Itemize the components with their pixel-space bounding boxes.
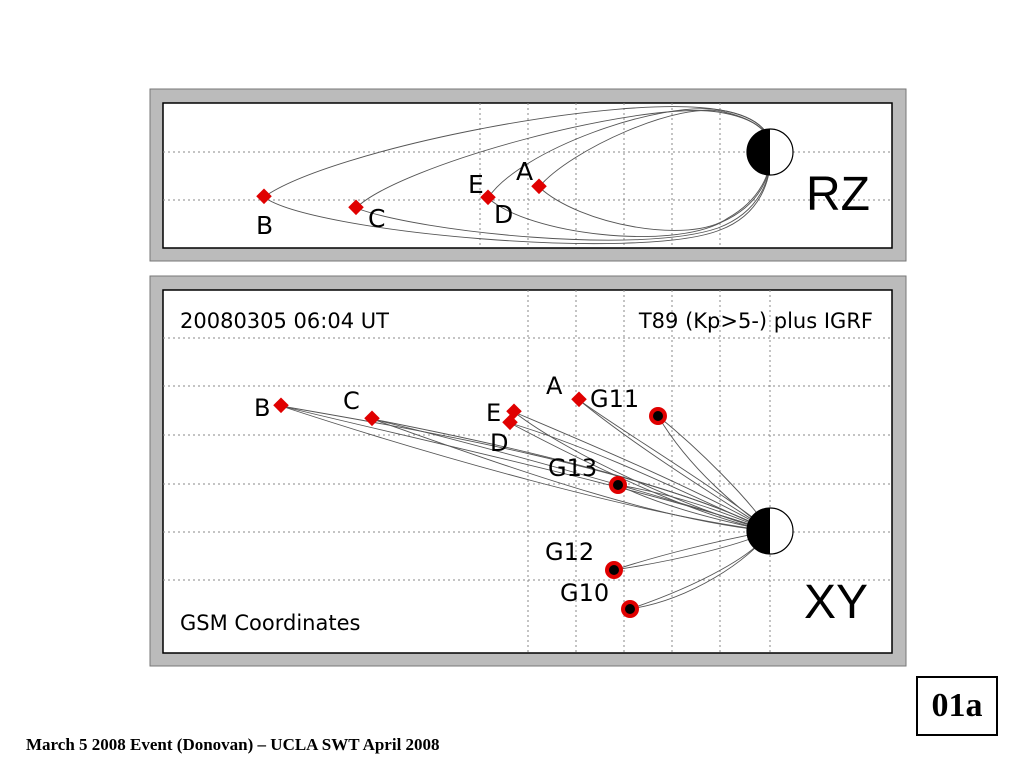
xy-probe-markers bbox=[273, 391, 587, 431]
satellite-G12-label: G12 bbox=[545, 538, 594, 566]
xy-field-lines bbox=[280, 399, 771, 610]
satellite-G10-label: G10 bbox=[560, 579, 609, 607]
xy-probe-C-label: C bbox=[343, 387, 360, 415]
satellite-G13-marker bbox=[609, 476, 627, 494]
rz-probe-B-label: B bbox=[256, 211, 273, 240]
rz-probe-E-label: E bbox=[468, 170, 484, 199]
rz-probe-A-label: A bbox=[516, 157, 533, 186]
xy-probe-D-label: D bbox=[490, 429, 508, 457]
xy-probe-A-marker bbox=[571, 391, 587, 408]
rz-panel: B C E D A RZ bbox=[149, 88, 907, 262]
model-label: T89 (Kp>5-) plus IGRF bbox=[638, 309, 873, 333]
xy-probe-B-label: B bbox=[254, 394, 270, 422]
rz-probe-D-label: D bbox=[494, 200, 513, 229]
satellite-G11-marker bbox=[649, 407, 667, 425]
rz-probe-markers bbox=[256, 178, 547, 216]
satellite-G11-label: G11 bbox=[590, 385, 639, 413]
xy-earth bbox=[746, 507, 794, 555]
footer-caption: March 5 2008 Event (Donovan) – UCLA SWT … bbox=[26, 735, 440, 754]
xy-probe-D-marker bbox=[502, 414, 518, 431]
satellite-G12-marker bbox=[605, 561, 623, 579]
xy-probe-B-marker bbox=[273, 397, 289, 414]
rz-probe-C-label: C bbox=[368, 204, 385, 233]
rz-panel-label: RZ bbox=[806, 168, 870, 221]
xy-probe-A-label: A bbox=[546, 372, 563, 400]
rz-earth bbox=[746, 128, 794, 176]
rz-probe-E-marker bbox=[480, 189, 496, 206]
rz-probe-A-marker bbox=[531, 178, 547, 195]
rz-probe-B-marker bbox=[256, 188, 272, 205]
xy-panel: B C E D A G11 G13 G12 G10 20080305 06:04… bbox=[149, 275, 907, 667]
xy-grid bbox=[163, 290, 892, 653]
slide-number-badge: 01a bbox=[916, 676, 998, 736]
xy-panel-label: XY bbox=[804, 576, 868, 629]
xy-probe-E-label: E bbox=[486, 399, 501, 427]
timestamp-label: 20080305 06:04 UT bbox=[180, 309, 389, 333]
xy-satellite-markers bbox=[605, 407, 667, 618]
coordinates-label: GSM Coordinates bbox=[180, 611, 360, 635]
satellite-G13-label: G13 bbox=[548, 454, 597, 482]
rz-grid bbox=[163, 103, 892, 248]
rz-probe-C-marker bbox=[348, 199, 364, 216]
satellite-G10-marker bbox=[621, 600, 639, 618]
xy-probe-C-marker bbox=[364, 410, 380, 427]
